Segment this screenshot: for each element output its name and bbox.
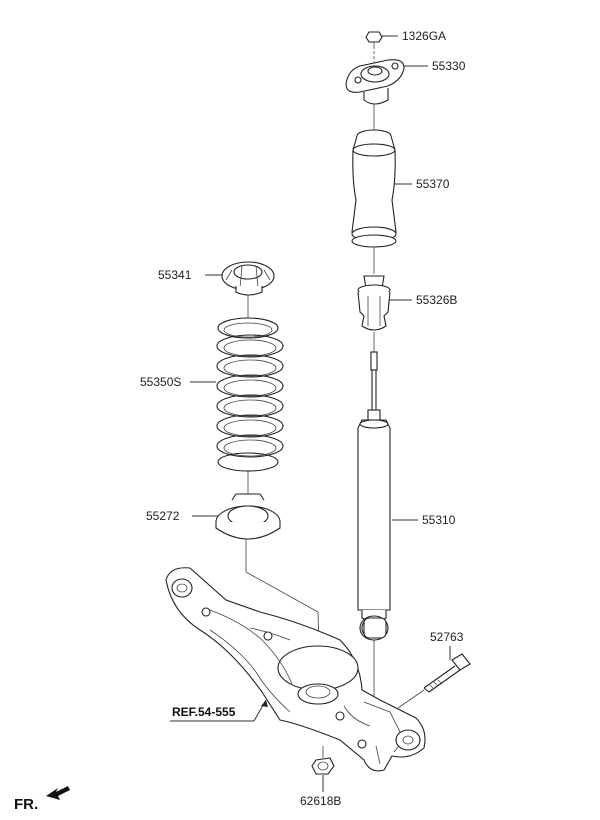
- label-55310: 55310: [422, 513, 456, 527]
- label-62618b: 62618B: [300, 794, 341, 808]
- label-55370: 55370: [416, 177, 450, 191]
- bump-stopper-55326b: [357, 275, 391, 331]
- front-marker: FR.: [14, 786, 70, 813]
- bolt-52763: [397, 653, 471, 709]
- label-55272: 55272: [146, 509, 180, 523]
- front-arrow-icon: [46, 786, 70, 800]
- label-55341: 55341: [158, 268, 192, 282]
- label-52763: 52763: [430, 630, 464, 644]
- label-55350s: 55350S: [140, 375, 181, 389]
- reference-label: REF.54-555: [172, 705, 236, 719]
- spring-pad-55341: [221, 261, 275, 296]
- dust-cover-55370: [351, 129, 397, 248]
- shock-absorber-55310: [357, 351, 391, 641]
- spring-pad-55272: [215, 493, 281, 540]
- ref-leader: [170, 699, 268, 722]
- coil-spring-55350s: [216, 317, 284, 472]
- label-55330: 55330: [432, 59, 466, 73]
- top-mount-55330: [345, 59, 405, 105]
- label-1326ga: 1326GA: [402, 29, 446, 43]
- nut-1326ga: [365, 31, 383, 46]
- front-label: FR.: [14, 796, 38, 813]
- nut-62618b: [311, 757, 335, 775]
- lower-control-arm: [165, 567, 426, 772]
- label-55326b: 55326B: [416, 293, 457, 307]
